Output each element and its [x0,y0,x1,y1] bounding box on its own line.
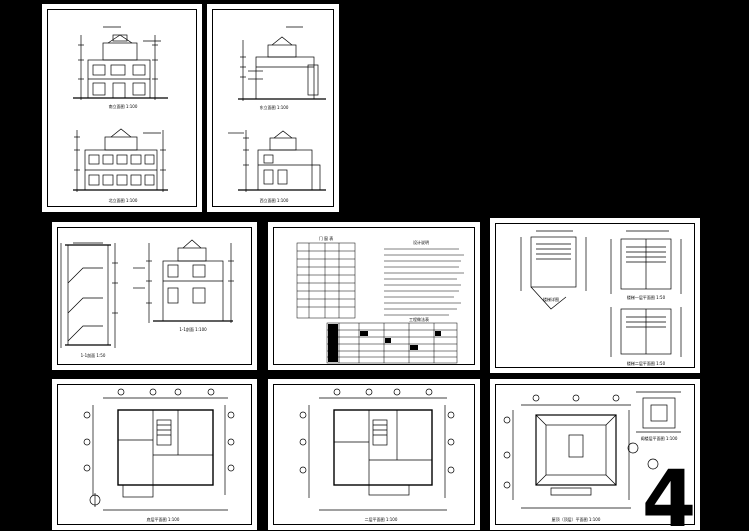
caption-east-elevation: 东立面图 1:100 [260,104,289,110]
caption-section-right: 1-1剖面 1:100 [179,326,207,332]
caption-section-left: 1-1剖面 1:50 [81,352,106,358]
sheet-stair-details[interactable]: 楼梯详图 楼梯一层平面图 1:50 楼梯二层平面图 1:50 [490,218,700,373]
section-drawings: 1-1剖面 1:50 1-1剖面 1:100 [60,239,234,358]
caption-north-elevation: 北立面图 1:100 [109,197,138,203]
sheet-frame [57,384,252,525]
sheet-frame [273,384,475,525]
sheet-roof-plan[interactable]: 屋顶（顶层）平面图 1:100 阁楼层平面图 1:100 4 [490,379,700,531]
plan-drawing: 二层平面图 1:100 [299,388,455,522]
sheet-elevations-east-west[interactable]: 东立面图 1:100 西立面图 1:100 [207,4,339,212]
elevation-drawings: 南立面图 1:100 北立面图 1:100 [73,26,168,203]
sheet-number: 4 [642,455,696,531]
caption-door-window-table: 门 窗 表 [319,235,334,241]
sheet-frame [212,9,334,207]
caption-construction-schedule: 工程做法表 [409,316,429,322]
sheet-frame [47,9,197,207]
sheet-frame [495,223,695,368]
caption-south-elevation: 南立面图 1:100 [109,103,138,109]
caption-design-notes: 设计说明 [413,239,429,245]
sheet-second-floor-plan[interactable]: 二层平面图 1:100 [268,379,480,530]
sheet-frame [57,227,252,365]
sheet-ground-floor-plan[interactable]: 底层平面图 1:100 [52,379,257,530]
schedule-drawings: 门 窗 表 设计说明 工程做法表 [296,235,464,364]
caption-ground-floor-plan: 底层平面图 1:100 [147,516,180,522]
caption-attic-plan: 阁楼层平面图 1:100 [641,435,678,441]
sheet-frame [495,384,695,525]
sheet-sections[interactable]: 1-1剖面 1:50 1-1剖面 1:100 [52,222,257,370]
caption-roof-plan: 屋顶（顶层）平面图 1:100 [552,516,601,522]
plan-drawing: 底层平面图 1:100 [83,388,235,522]
caption-west-elevation: 西立面图 1:100 [260,197,289,203]
caption-stair-second: 楼梯二层平面图 1:50 [627,360,666,366]
caption-stair-ground: 楼梯一层平面图 1:50 [627,294,666,300]
caption-second-floor-plan: 二层平面图 1:100 [365,516,398,522]
sheet-tables-notes[interactable]: 门 窗 表 设计说明 工程做法表 [268,222,480,370]
sheet-frame [273,227,475,365]
elevation-drawings: 东立面图 1:100 西立面图 1:100 [228,26,326,203]
caption-stair-detail: 楼梯详图 [543,296,559,302]
sheet-elevations-south-north[interactable]: 南立面图 1:100 北立面图 1:100 [42,4,202,212]
stair-drawings: 楼梯详图 楼梯一层平面图 1:50 楼梯二层平面图 1:50 [520,230,682,366]
plan-drawing: 屋顶（顶层）平面图 1:100 阁楼层平面图 1:100 4 [503,391,696,531]
